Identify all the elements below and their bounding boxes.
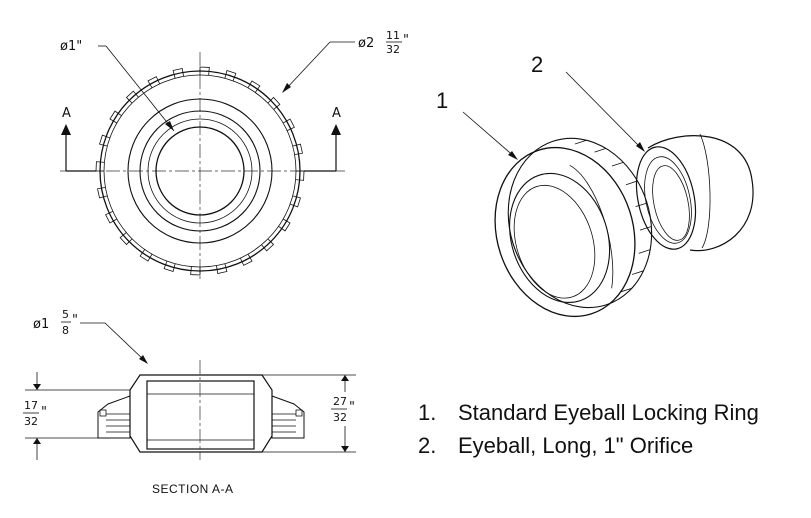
parts-list-item: 1. Standard Eyeball Locking Ring: [418, 398, 759, 431]
top-view: A A ø1" ø2 11 32 ": [60, 29, 409, 282]
section-view: ø1 5 8 " 17 32 " 27 32 " SECTION A-A: [23, 308, 360, 496]
part-number: 2.: [418, 433, 437, 458]
right-height-inch: ": [349, 400, 355, 415]
part-name: Standard Eyeball Locking Ring: [458, 400, 759, 425]
knurl-notch: [625, 180, 638, 186]
part-number: 1.: [418, 400, 437, 425]
left-height-den: 32: [24, 415, 38, 428]
knurl-notch: [639, 226, 652, 231]
section-diameter-inch: ": [72, 313, 78, 328]
right-height-den: 32: [333, 411, 347, 424]
small-diameter-label: ø1": [60, 39, 82, 54]
right-height-num: 27: [333, 395, 347, 408]
isometric-view: 1 2: [436, 52, 754, 318]
section-diameter-num: 5: [62, 308, 69, 321]
large-diameter-den: 32: [386, 43, 400, 56]
section-marker-right: A: [332, 106, 341, 121]
left-height-num: 17: [24, 399, 38, 412]
knurl-notch: [611, 161, 624, 167]
callout-part-2: 2: [531, 52, 543, 77]
section-diameter-whole: ø1: [33, 317, 49, 332]
locking-ring-iso: [494, 137, 653, 318]
section-marker-left: A: [62, 106, 71, 121]
left-height-inch: ": [41, 405, 47, 420]
parts-list-item: 2. Eyeball, Long, 1" Orifice: [418, 431, 759, 464]
knurl-notch: [594, 148, 607, 153]
knurl-notch: [620, 287, 633, 293]
section-label: SECTION A-A: [152, 482, 234, 496]
knurl-notch: [635, 202, 648, 208]
knurl-notch: [631, 270, 644, 275]
section-diameter-den: 8: [62, 324, 69, 337]
part-name: Eyeball, Long, 1" Orifice: [458, 433, 694, 458]
eyeball-iso: [635, 133, 754, 252]
callout-part-1: 1: [436, 88, 448, 113]
parts-list: 1. Standard Eyeball Locking Ring 2. Eyebal…: [418, 398, 759, 464]
knurl-notch: [574, 139, 587, 145]
large-diameter-whole: ø2: [358, 36, 374, 51]
large-diameter-num: 11: [386, 29, 400, 42]
large-diameter-inch: ": [403, 33, 409, 48]
knurl-notch: [638, 249, 651, 254]
